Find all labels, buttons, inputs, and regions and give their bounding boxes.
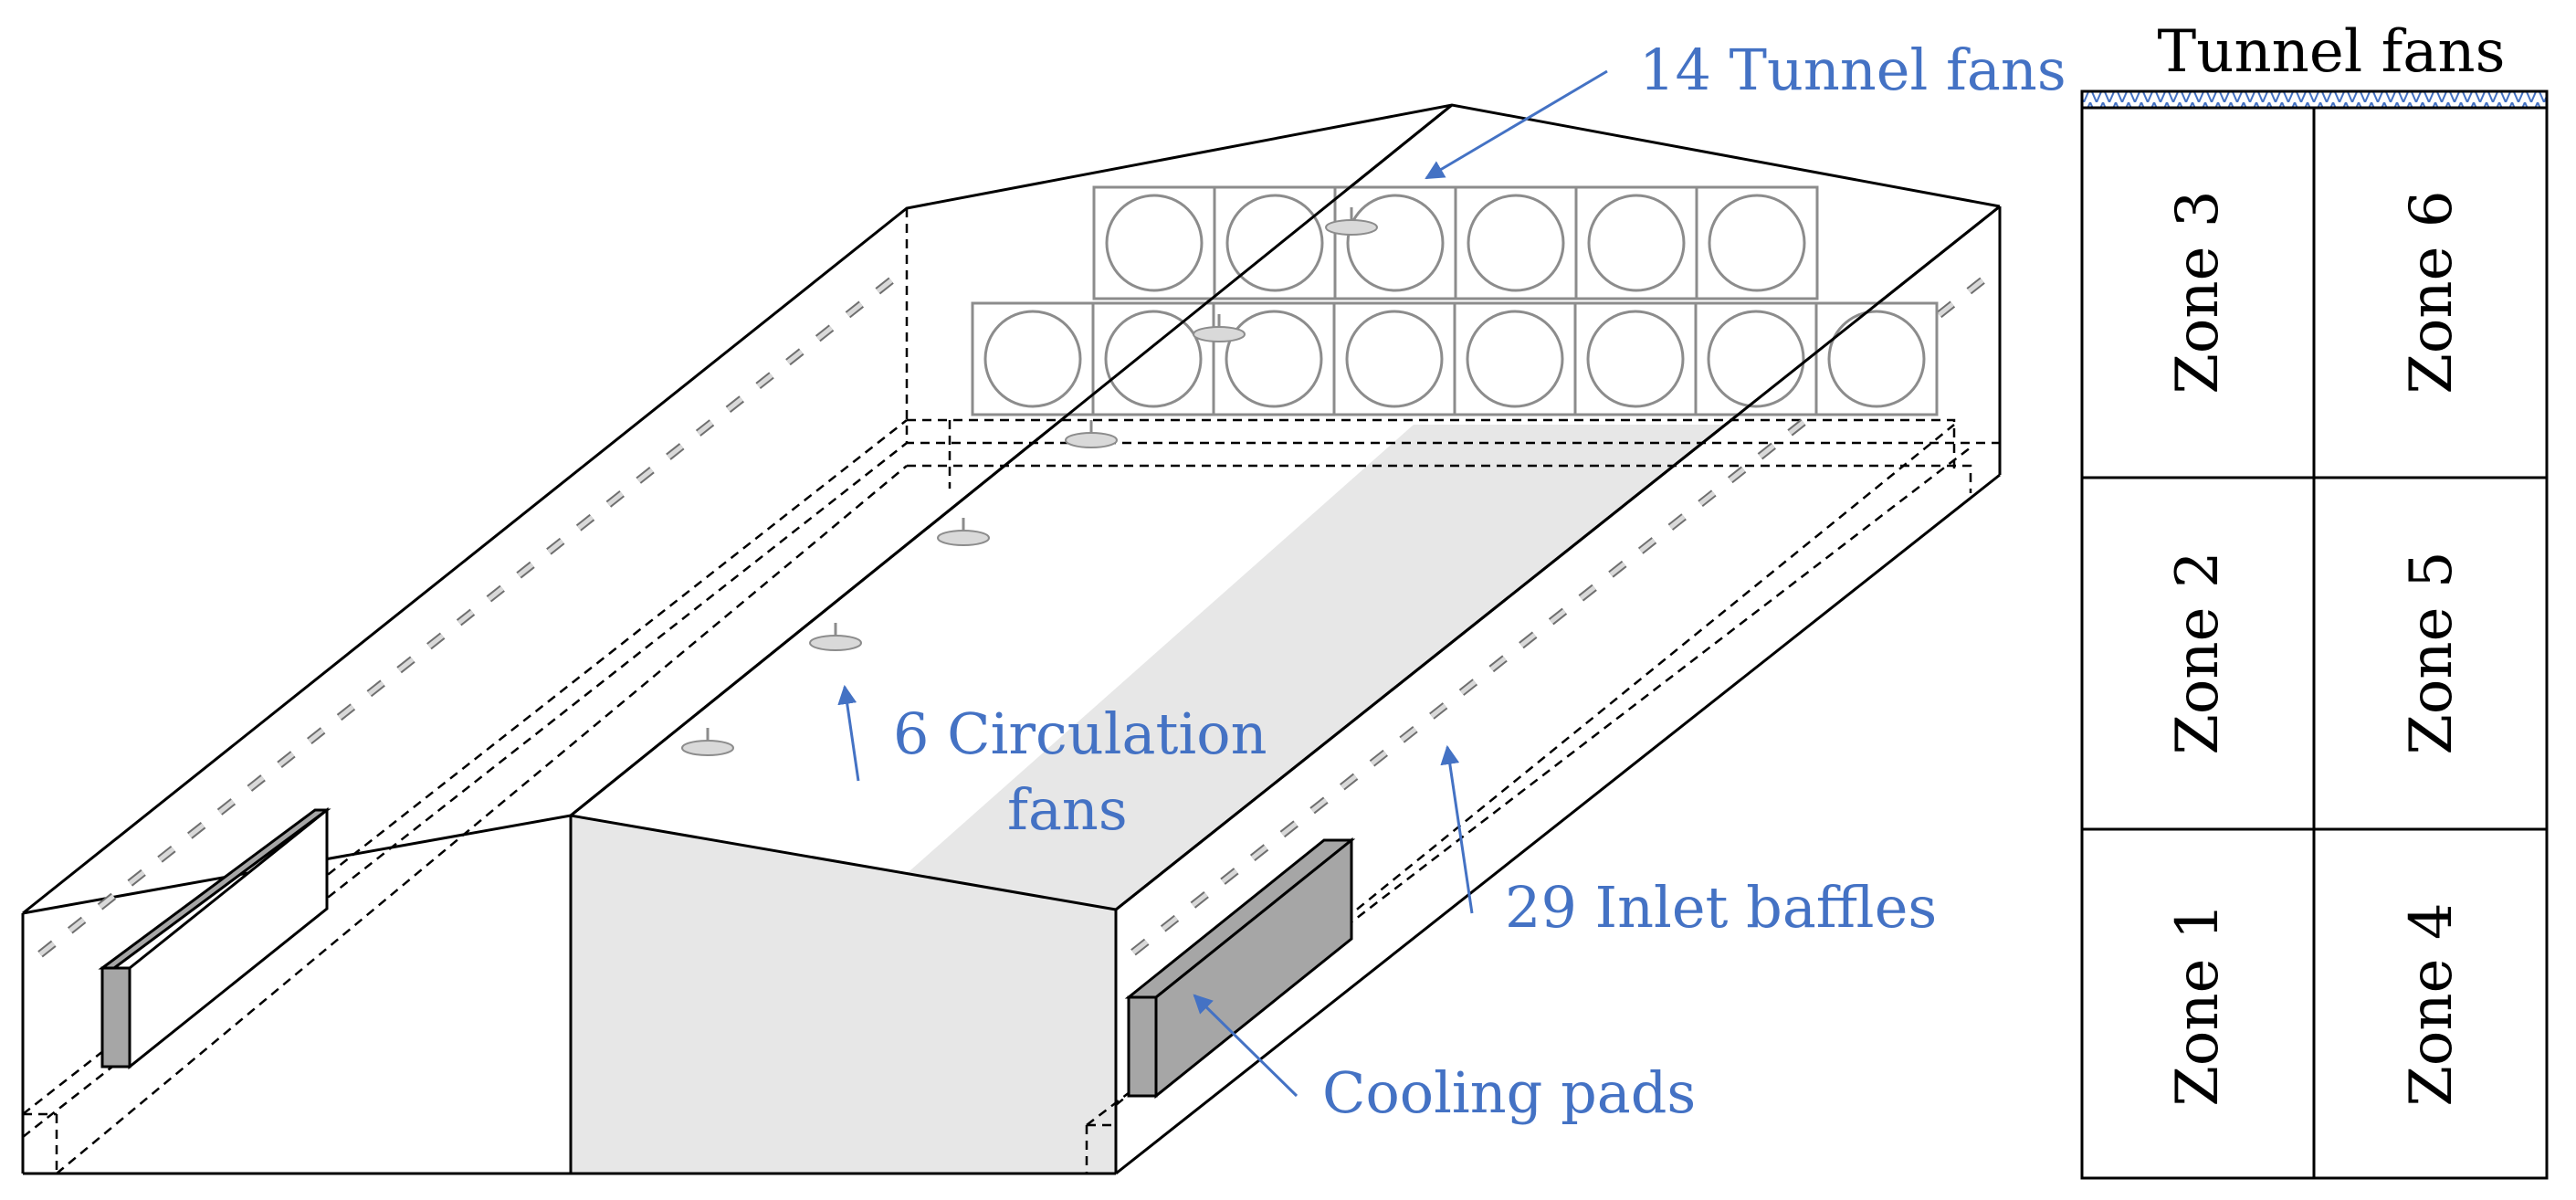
cooling-pads-label: Cooling pads [1322,1059,1696,1126]
zone-labels: Zone 3 Zone 2 Zone 1 Zone 6 Zone 5 Zone … [2164,190,2466,1106]
tunnel-fan-icon [1467,194,1565,292]
eave-line [1115,205,2001,911]
circulation-fans [681,207,1378,756]
tunnel-fan-icon [1345,310,1444,408]
zone-label: Zone 2 [2164,551,2232,754]
tunnel-fan-icon [1105,194,1204,292]
circulation-fans-label-line1: 6 Circulation [893,700,1267,767]
inlet-baffles-label: 29 Inlet baffles [1505,874,1937,941]
tunnel-fan-icon [1587,194,1686,292]
tunnel-fan-icon [1346,194,1445,292]
tunnel-fan-icon [1225,310,1323,408]
zone-label: Zone 6 [2398,190,2466,394]
circulation-fan-icon [1193,314,1246,342]
floor-hidden-lines-right [907,418,1972,1174]
tunnel-fans-hatch-strip [2080,89,2549,110]
callout-arrows [837,69,1608,1098]
front-right-floor-face [571,816,1116,1174]
zone-label: Zone 4 [2398,902,2466,1106]
tunnel-fans [570,103,2001,911]
circulation-fan-icon [1065,420,1118,448]
poultry-house: 14 Tunnel fans 6 Circulation fans 29 Inl… [21,37,2066,1175]
circulation-fan-icon [681,728,734,756]
circulation-fan-icon [1325,207,1378,236]
tunnel-fan-icon [1104,310,1203,408]
circulation-fan-icon [937,518,990,546]
circulation-fans-arrow [837,684,860,782]
zone-map: Tunnel fans Zone 3 Zone 2 Zone 1 Zone 6 … [2080,18,2549,1180]
tunnel-fans-label: 14 Tunnel fans [1639,37,2066,103]
circulation-fans-label-line2: fans [1007,776,1128,843]
tunnel-fan-icon [983,310,1082,408]
zone-label: Zone 1 [2164,902,2232,1106]
tunnel-fan-icon [1708,194,1806,292]
cooling-pads-arrow [1193,994,1299,1098]
circulation-fan-icon [809,623,862,651]
tunnel-fans-arrow [1425,69,1608,180]
inlet-baffles-left [37,277,894,958]
inlet-baffles-arrow [1440,744,1474,914]
zone-label: Zone 3 [2164,190,2232,394]
front-left-wall [23,816,571,1174]
tunnel-fan-icon [1707,310,1805,408]
tunnel-fan-icon [1827,310,1926,408]
tunnel-fan-icon [1586,310,1685,408]
zone-label: Zone 5 [2398,551,2466,754]
cooling-pad-right [1124,837,1356,1100]
ridge-line [570,103,1453,817]
tunnel-fan-icon [1466,310,1564,408]
cooling-pad-left [98,806,331,1070]
zone-map-title: Tunnel fans [2158,18,2506,86]
